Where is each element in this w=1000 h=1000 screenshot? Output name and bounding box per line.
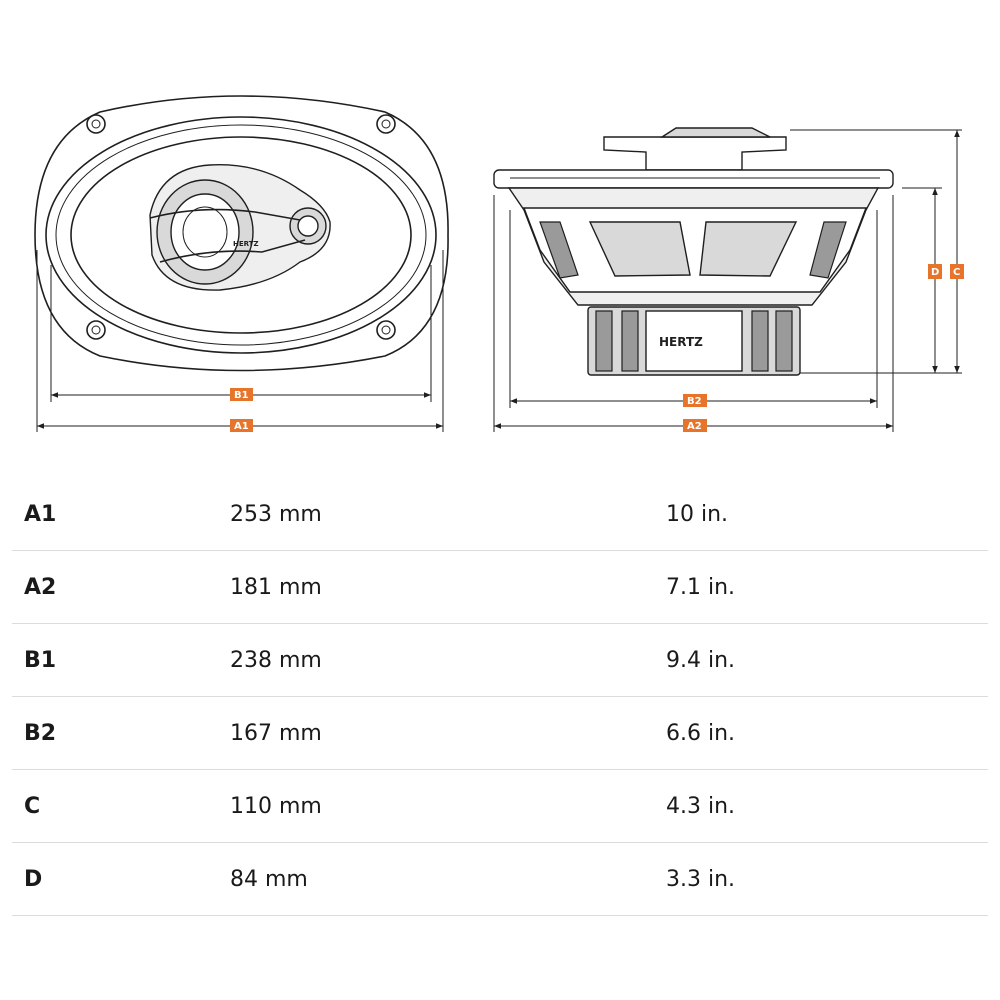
dimension-b2: B2 (510, 394, 877, 407)
row-mm-value: 167 mm (230, 721, 322, 746)
dimensions-table: A1 253 mm 10 in. A2 181 mm 7.1 in. B1 23… (12, 478, 988, 916)
row-label: A1 (24, 502, 57, 527)
table-row: D 84 mm 3.3 in. (12, 843, 988, 916)
side-brand-text: HERTZ (659, 335, 703, 349)
dimension-a2: A2 (494, 419, 893, 432)
speaker-dimension-drawing: HERTZ B1 A1 (34, 95, 964, 432)
table-row: A1 253 mm 10 in. (12, 478, 988, 551)
row-inch-value: 4.3 in. (666, 794, 736, 819)
row-label: B1 (24, 648, 57, 673)
row-inch-value: 10 in. (666, 502, 729, 527)
dim-label-c: C (953, 267, 960, 278)
speaker-front-view: HERTZ (34, 95, 449, 432)
dim-label-d: D (931, 267, 939, 278)
row-inch-value: 3.3 in. (666, 867, 736, 892)
row-mm-value: 84 mm (230, 867, 308, 892)
dimension-b1: B1 (51, 388, 431, 401)
row-inch-value: 9.4 in. (666, 648, 736, 673)
table-row: C 110 mm 4.3 in. (12, 770, 988, 843)
row-mm-value: 181 mm (230, 575, 322, 600)
row-mm-value: 238 mm (230, 648, 322, 673)
dim-label-a2: A2 (687, 421, 702, 432)
row-mm-value: 253 mm (230, 502, 322, 527)
table-row: B2 167 mm 6.6 in. (12, 697, 988, 770)
row-label: D (24, 867, 43, 892)
dim-label-a1: A1 (234, 421, 249, 432)
row-inch-value: 6.6 in. (666, 721, 736, 746)
row-label: A2 (24, 575, 57, 600)
row-label: C (24, 794, 41, 819)
row-inch-value: 7.1 in. (666, 575, 736, 600)
front-brand-text: HERTZ (233, 240, 259, 248)
table-row: B1 238 mm 9.4 in. (12, 624, 988, 697)
dimension-d: D (928, 188, 942, 373)
speaker-side-view: HERTZ (493, 127, 962, 432)
dim-label-b1: B1 (234, 390, 249, 401)
dim-label-b2: B2 (687, 396, 702, 407)
row-label: B2 (24, 721, 57, 746)
row-mm-value: 110 mm (230, 794, 322, 819)
table-row: A2 181 mm 7.1 in. (12, 551, 988, 624)
dimension-c: C (950, 130, 964, 373)
dimension-a1: A1 (37, 419, 443, 432)
